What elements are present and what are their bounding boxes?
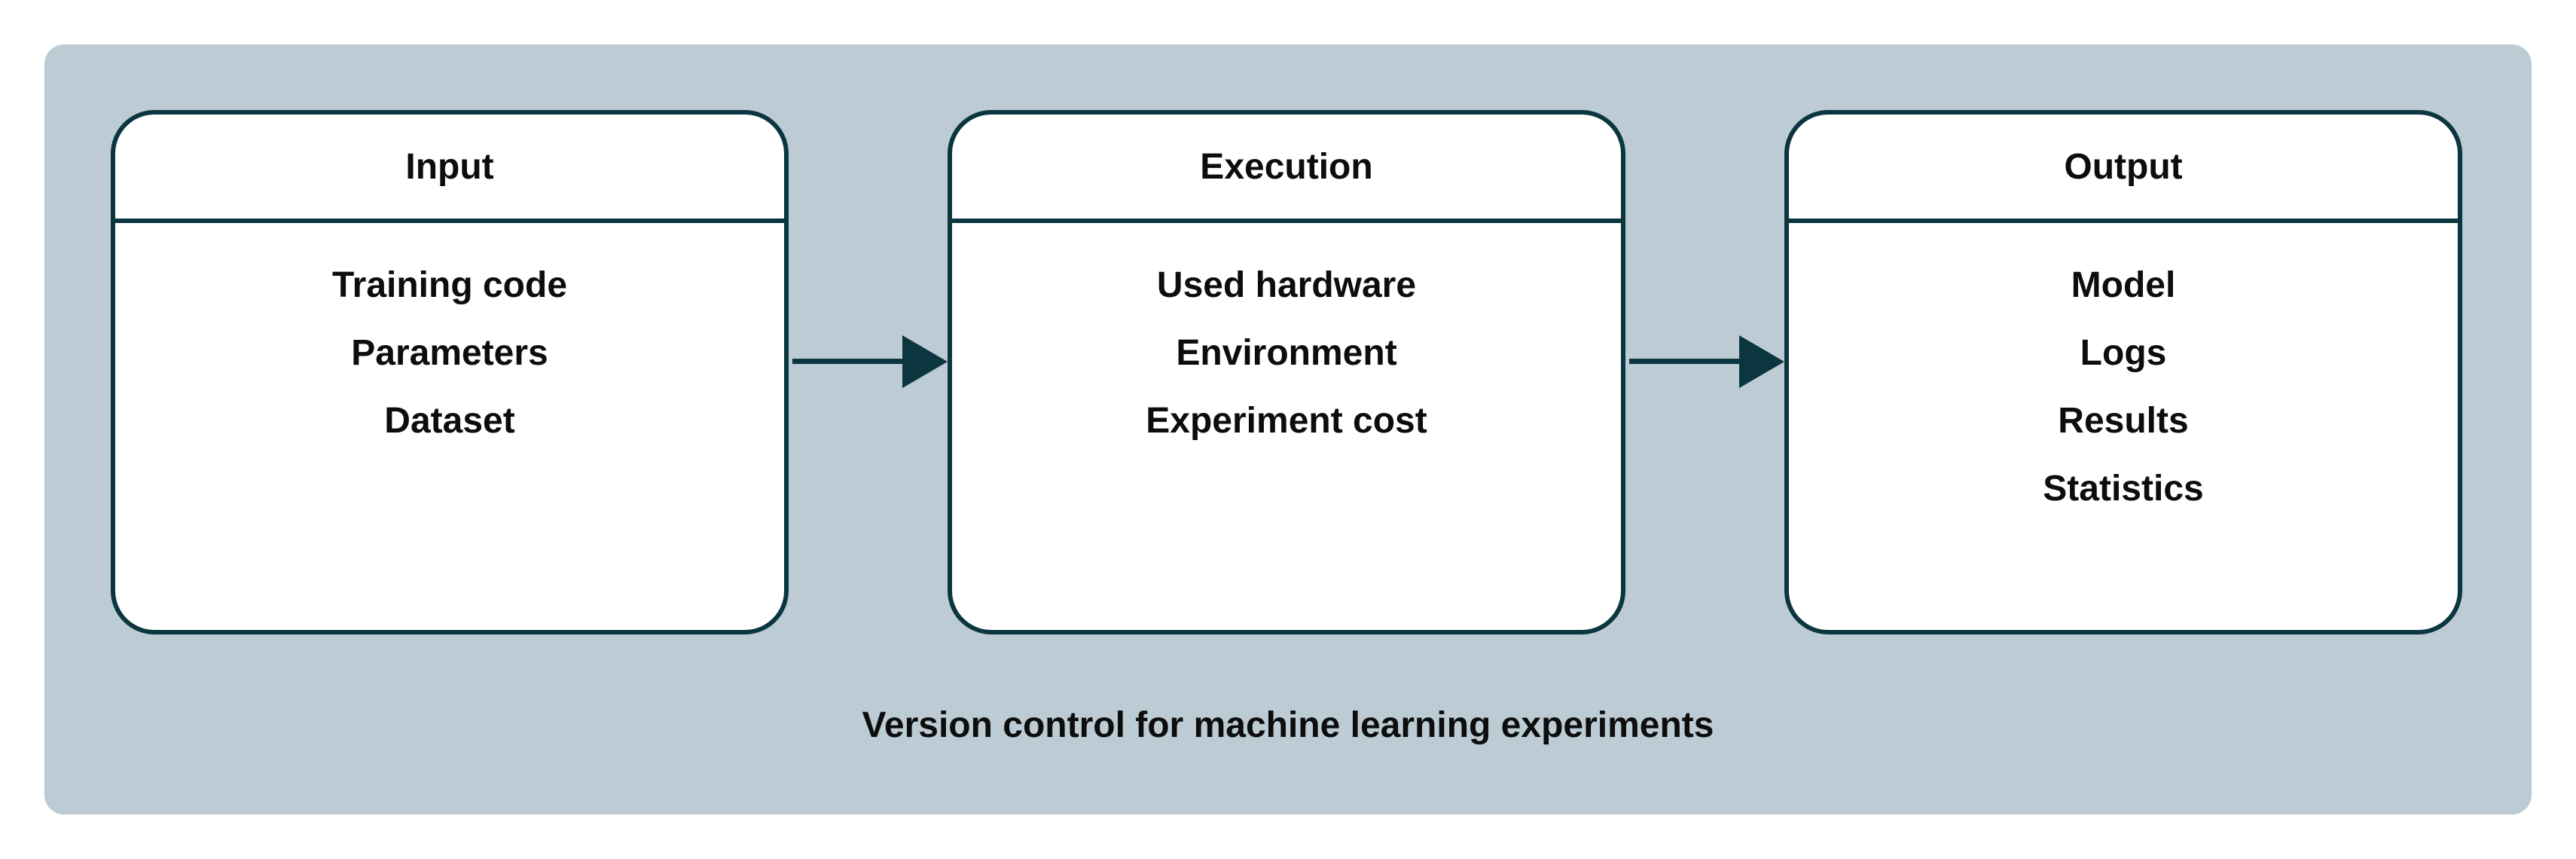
input-box-items: Training code Parameters Dataset [115, 223, 784, 455]
execution-box-title: Execution [952, 115, 1621, 223]
output-item-model: Model [2071, 265, 2176, 305]
execution-item-used-hardware: Used hardware [1156, 265, 1417, 305]
execution-box-items: Used hardware Environment Experiment cos… [952, 223, 1621, 455]
arrow-input-to-execution-head [902, 335, 948, 388]
execution-item-experiment-cost: Experiment cost [1146, 401, 1427, 441]
input-item-training-code: Training code [331, 265, 568, 305]
input-box: Input Training code Parameters Dataset [111, 110, 789, 634]
arrow-execution-to-output-line [1629, 359, 1744, 364]
output-item-results: Results [2058, 401, 2189, 441]
output-box: Output Model Logs Results Statistics [1784, 110, 2462, 634]
output-item-logs: Logs [2080, 333, 2167, 373]
output-box-title: Output [1789, 115, 2458, 223]
output-item-statistics: Statistics [2043, 469, 2204, 509]
input-item-dataset: Dataset [384, 401, 515, 441]
output-box-items: Model Logs Results Statistics [1789, 223, 2458, 523]
input-box-title: Input [115, 115, 784, 223]
execution-item-environment: Environment [1176, 333, 1397, 373]
arrow-input-to-execution-line [792, 359, 907, 364]
diagram-caption: Version control for machine learning exp… [862, 705, 1714, 745]
arrow-execution-to-output-head [1739, 335, 1784, 388]
execution-box: Execution Used hardware Environment Expe… [948, 110, 1625, 634]
input-item-parameters: Parameters [351, 333, 548, 373]
